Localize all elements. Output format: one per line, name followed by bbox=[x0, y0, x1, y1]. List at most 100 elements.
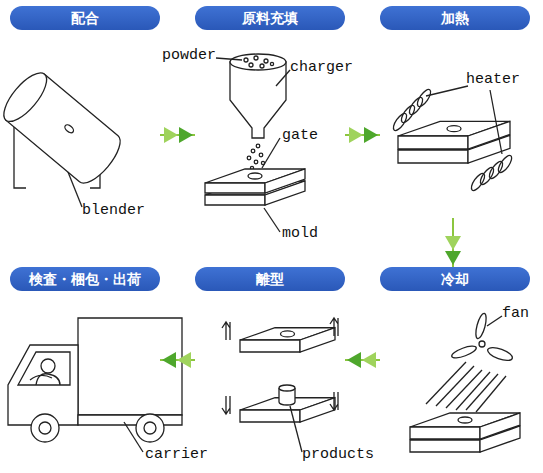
blender-drum bbox=[0, 66, 127, 189]
arrow-head bbox=[179, 127, 193, 143]
mold-plates bbox=[205, 183, 265, 193]
powder-dots bbox=[254, 160, 258, 164]
mold-plates bbox=[410, 440, 480, 452]
step-heading: 原料充填 bbox=[195, 6, 345, 30]
step-heading: 離型 bbox=[195, 267, 345, 291]
arrow-head bbox=[347, 352, 361, 368]
powder-dots bbox=[254, 56, 258, 60]
motion-arrow bbox=[330, 318, 338, 336]
truck bbox=[41, 359, 55, 373]
leader-line bbox=[216, 58, 242, 60]
air-flow bbox=[446, 370, 482, 408]
powder-dots bbox=[251, 149, 255, 153]
mold-plates bbox=[281, 331, 295, 337]
blender-drum bbox=[63, 123, 75, 134]
leader-line bbox=[262, 138, 280, 168]
heater-coil bbox=[478, 166, 496, 187]
step-title: 冷却 bbox=[441, 271, 469, 287]
arrow-head bbox=[364, 127, 378, 143]
motion-arrow bbox=[222, 322, 230, 340]
powder-dots bbox=[264, 59, 268, 63]
charger-hopper bbox=[230, 54, 286, 138]
truck bbox=[18, 352, 70, 385]
truck bbox=[30, 375, 52, 380]
leader-line bbox=[124, 422, 143, 452]
mold-plates bbox=[447, 126, 461, 132]
fan-blades bbox=[450, 344, 477, 360]
flow-arrow bbox=[445, 218, 461, 267]
fan-blades bbox=[479, 341, 485, 347]
powder-dots bbox=[259, 153, 263, 157]
mold-plates bbox=[300, 328, 335, 352]
mold-plates bbox=[240, 340, 300, 352]
mold-plates bbox=[410, 413, 520, 452]
air-flow bbox=[426, 362, 506, 412]
motion-arrow bbox=[330, 392, 338, 410]
part-label: products bbox=[302, 447, 374, 463]
charger-hopper bbox=[230, 62, 286, 138]
process-step: 配合 bbox=[10, 6, 160, 218]
mold-plates bbox=[480, 413, 520, 439]
step-heading: 加熱 bbox=[380, 6, 530, 30]
part-label: fan bbox=[502, 306, 529, 322]
heater-coil bbox=[487, 160, 505, 181]
heater-coil bbox=[415, 88, 433, 109]
powder-dots bbox=[247, 156, 251, 160]
step-heading: 冷却 bbox=[380, 267, 530, 291]
mold-plates bbox=[468, 121, 510, 149]
blender-drum bbox=[0, 66, 54, 127]
mold-plates bbox=[300, 398, 335, 422]
step-title: 検査・梱包・出荷 bbox=[29, 271, 141, 287]
powder-dots bbox=[256, 144, 260, 148]
flow-arrow bbox=[345, 127, 380, 143]
leader-line bbox=[490, 90, 502, 154]
part-label: carrier bbox=[145, 447, 208, 463]
mold-plates bbox=[398, 121, 510, 163]
heater-coil bbox=[469, 172, 487, 193]
arrow-head bbox=[362, 352, 376, 368]
charger-hopper bbox=[230, 54, 286, 70]
process-step: 原料充填 bbox=[195, 6, 345, 218]
motion-arrow bbox=[222, 396, 230, 414]
step-title: 配合 bbox=[71, 10, 99, 26]
flow-arrow bbox=[160, 352, 195, 368]
step-heading: 配合 bbox=[10, 6, 160, 30]
leader-line bbox=[68, 172, 82, 207]
arrow-head bbox=[164, 127, 178, 143]
mold-plates bbox=[205, 195, 265, 205]
process-step: 離型 bbox=[195, 267, 345, 467]
arrow-head bbox=[349, 127, 363, 143]
air-flow bbox=[456, 372, 490, 410]
powder-dots bbox=[260, 64, 264, 68]
truck bbox=[39, 422, 51, 434]
part-label: blender bbox=[82, 203, 145, 219]
powder-dots bbox=[249, 63, 253, 67]
air-flow bbox=[426, 362, 466, 404]
part-label: charger bbox=[290, 60, 353, 76]
truck bbox=[78, 415, 182, 425]
product-part bbox=[279, 385, 295, 391]
truck bbox=[144, 422, 156, 434]
leader-line bbox=[426, 86, 468, 96]
flow-arrow bbox=[345, 352, 380, 368]
truck bbox=[8, 318, 182, 442]
air-flow bbox=[476, 376, 506, 412]
mold-plates bbox=[248, 173, 262, 179]
motion-arrow bbox=[222, 318, 338, 414]
heater-coil bbox=[391, 88, 514, 193]
mold-plates bbox=[205, 169, 305, 205]
mold-plates bbox=[398, 136, 468, 149]
step-heading: 検査・梱包・出荷 bbox=[10, 267, 160, 291]
illustration bbox=[0, 54, 520, 452]
air-flow bbox=[436, 366, 474, 406]
leader-line bbox=[487, 316, 502, 326]
process-step: 検査・梱包・出荷 bbox=[10, 267, 160, 467]
mold-plates bbox=[240, 328, 335, 422]
part-label: gate bbox=[282, 128, 318, 144]
flow-arrow bbox=[160, 127, 195, 143]
step-title: 離型 bbox=[256, 271, 284, 287]
truck bbox=[136, 414, 164, 442]
powder-dots bbox=[270, 62, 273, 65]
arrow-head bbox=[162, 352, 176, 368]
